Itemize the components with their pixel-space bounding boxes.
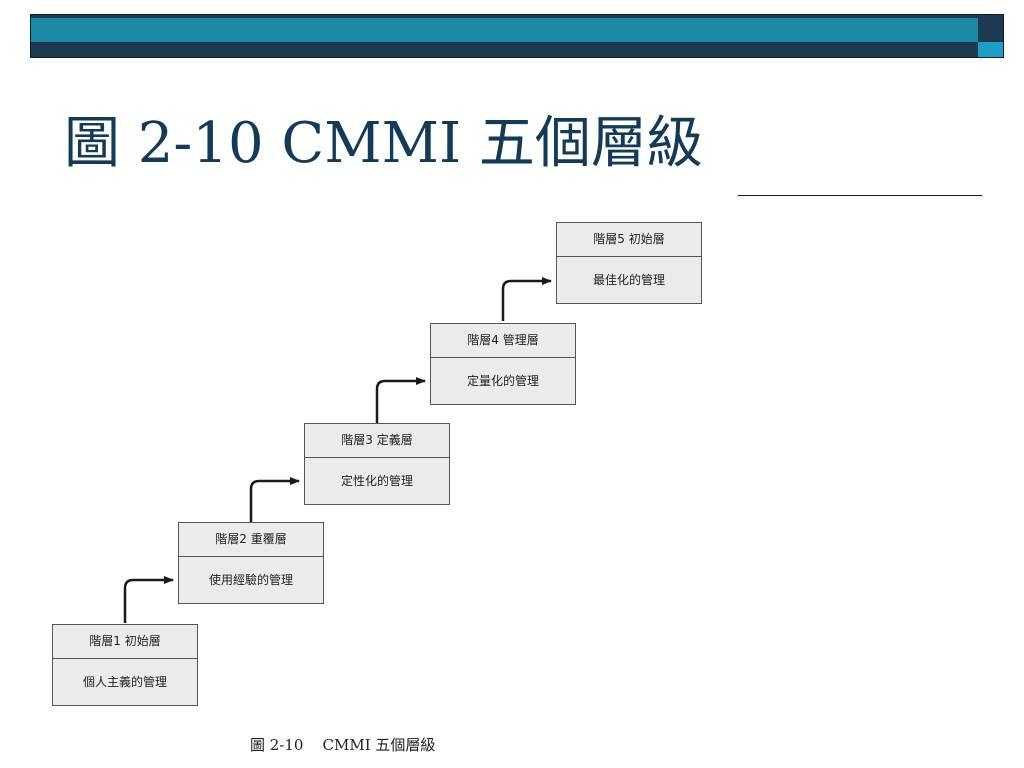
level-1-header: 階層1 初始層 [53, 625, 197, 659]
level-4-header: 階層4 管理層 [431, 324, 575, 358]
header-band-bottom [30, 42, 978, 58]
header-corner-light [978, 42, 1004, 58]
level-2-description: 使用經驗的管理 [208, 573, 293, 587]
arrow-level2-to-level3 [249, 477, 300, 525]
level-4-description: 定量化的管理 [466, 374, 539, 388]
arrow-level3-to-level4 [375, 377, 426, 423]
level-3-header: 階層3 定義層 [305, 424, 449, 458]
level-5-description: 最佳化的管理 [592, 273, 665, 287]
arrow-level4-to-level5 [501, 277, 552, 321]
header-corner-dark [978, 14, 1004, 42]
level-2-box: 階層2 重覆層 使用經驗的管理 [178, 522, 324, 604]
header-band [30, 18, 978, 42]
level-3-box: 階層3 定義層 定性化的管理 [304, 423, 450, 505]
level-1-box: 階層1 初始層 個人主義的管理 [52, 624, 198, 706]
title-rule [738, 195, 982, 196]
slide-title: 圖 2-10 CMMI 五個層級 [64, 111, 703, 176]
header-band-outline [30, 14, 1004, 58]
level-2-header: 階層2 重覆層 [179, 523, 323, 557]
level-5-box: 階層5 初始層 最佳化的管理 [556, 222, 702, 304]
level-3-description: 定性化的管理 [340, 474, 413, 488]
level-5-header: 階層5 初始層 [557, 223, 701, 257]
arrow-level1-to-level2 [123, 576, 174, 623]
header-band-top [30, 14, 978, 18]
figure-caption: 圖 2-10 CMMI 五個層級 [250, 736, 436, 754]
level-1-description: 個人主義的管理 [82, 675, 167, 689]
level-4-box: 階層4 管理層 定量化的管理 [430, 323, 576, 405]
